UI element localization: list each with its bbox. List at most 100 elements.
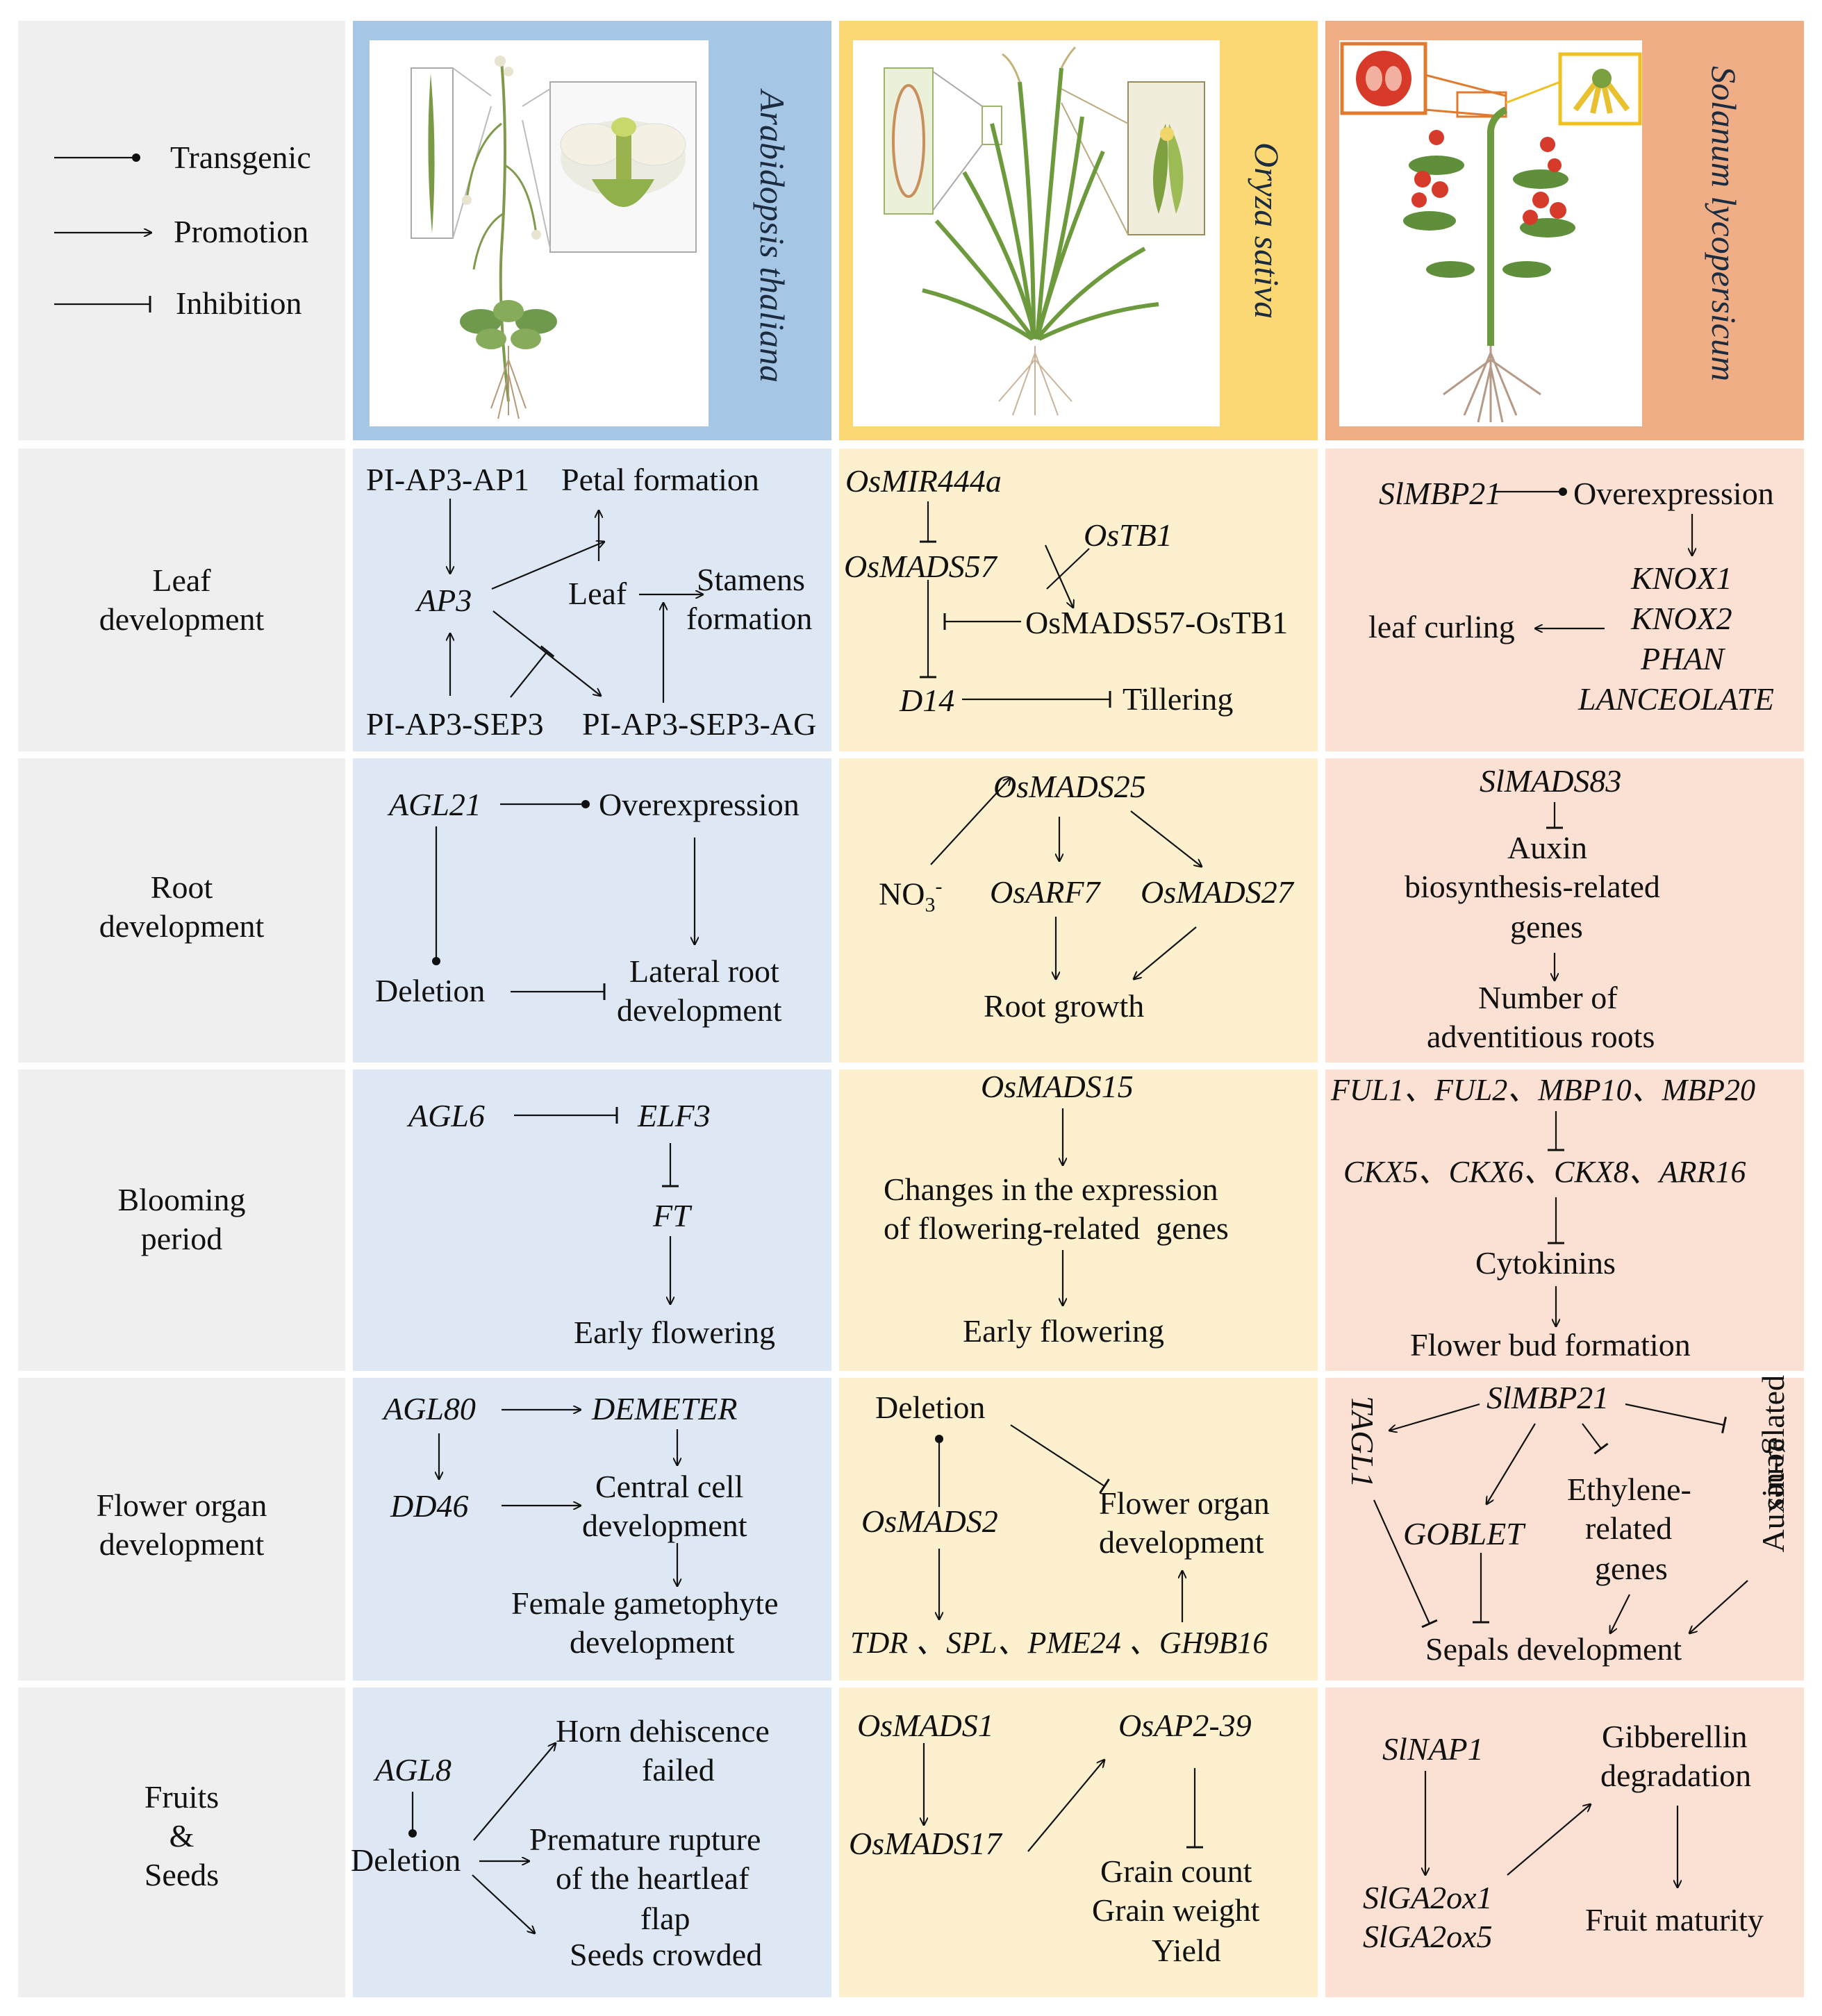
row-label-bloom: Blooming period: [18, 1181, 345, 1258]
flower-os-tdr-spl-pme24-gh9b16: TDR 、SPL、PME24 、GH9B16: [850, 1626, 1268, 1660]
root-os-no3: NO3-: [879, 876, 942, 916]
flower-sl-goblet: GOBLET: [1403, 1516, 1524, 1551]
fruit-at-failed: failed: [642, 1752, 715, 1788]
leaf-sl-knox1: KNOX1: [1631, 560, 1732, 596]
root-os-no3-sup: -: [935, 875, 943, 898]
flower-at-development: development: [582, 1508, 747, 1543]
leaf-sl-phan: PHAN: [1641, 641, 1725, 676]
row-label-leaf-cell: [18, 449, 345, 751]
bloom-os-flowering-genes: of flowering-related genes: [884, 1210, 1229, 1246]
root-tomato-cell: [1325, 758, 1804, 1063]
bloom-at-elf3: ELF3: [638, 1098, 711, 1133]
fruit-arabidopsis-cell: [353, 1688, 831, 1997]
leaf-sl-lanceolate: LANCEOLATE: [1578, 681, 1775, 717]
fruit-sl-slga2ox5: SlGA2ox5: [1363, 1919, 1493, 1954]
leaf-tomato-cell: [1325, 449, 1804, 751]
leaf-os-osmads57: OsMADS57: [844, 549, 997, 584]
fruit-sl-gibberellin: Gibberellin: [1602, 1719, 1748, 1754]
fruit-os-osmads17: OsMADS17: [849, 1826, 1002, 1861]
flower-sl-related: related: [1585, 1510, 1673, 1546]
fruit-sl-slga2ox1: SlGA2ox1: [1363, 1880, 1493, 1915]
tomato-illustration: [1339, 40, 1642, 426]
fruit-os-osmads1: OsMADS1: [857, 1708, 994, 1743]
row-label-flower-2: development: [99, 1526, 265, 1562]
fruit-os-osap2-39: OsAP2-39: [1118, 1708, 1252, 1743]
leaf-at-stamens: Stamens: [697, 562, 805, 597]
legend-inhibition-label: Inhibition: [176, 285, 302, 321]
flower-sl-sepals-development: Sepals development: [1425, 1631, 1682, 1667]
fruit-at-deletion: Deletion: [351, 1842, 461, 1878]
fruit-at-heartleaf: of the heartleaf: [556, 1860, 749, 1896]
bloom-os-changes: Changes in the expression: [884, 1172, 1218, 1207]
flower-sl-auxin-genes: genes: [1762, 1438, 1797, 1510]
bloom-sl-flower-bud-formation: Flower bud formation: [1410, 1327, 1691, 1363]
flower-sl-tagl1: TAGL1: [1345, 1396, 1380, 1488]
leaf-os-osmads57-ostb1: OsMADS57-OsTB1: [1025, 605, 1289, 640]
root-arabidopsis-cell: [353, 758, 831, 1063]
leaf-os-tillering: Tillering: [1123, 681, 1234, 717]
flower-rice-cell: [839, 1378, 1318, 1681]
bloom-arabidopsis-cell: [353, 1069, 831, 1371]
flower-os-flower-organ: Flower organ: [1099, 1485, 1270, 1521]
fruit-at-premature-rupture: Premature rupture: [529, 1822, 761, 1857]
bloom-os-osmads15: OsMADS15: [981, 1069, 1134, 1104]
root-sl-slmads83: SlMADS83: [1480, 763, 1622, 799]
root-at-deletion: Deletion: [375, 973, 486, 1008]
leaf-at-petal-formation: Petal formation: [561, 462, 759, 497]
species-rice: Oryza sativa: [1248, 142, 1286, 319]
root-os-root-growth: Root growth: [984, 988, 1145, 1024]
fruit-sl-slnap1: SlNAP1: [1382, 1731, 1484, 1767]
fruit-os-grain-weight: Grain weight: [1092, 1892, 1260, 1928]
legend-cell: [18, 21, 345, 440]
root-os-osarf7: OsARF7: [990, 874, 1100, 910]
flower-sl-slmbp21: SlMBP21: [1486, 1380, 1609, 1415]
flower-at-central-cell: Central cell: [595, 1469, 744, 1504]
leaf-at-ap3: AP3: [417, 583, 472, 618]
row-label-fruit: Fruits & Seeds: [18, 1778, 345, 1894]
flower-at-female-gametophyte: Female gametophyte: [511, 1585, 779, 1621]
bloom-rice-cell: [839, 1069, 1318, 1371]
bloom-sl-cytokinins: Cytokinins: [1475, 1245, 1616, 1281]
flower-at-development-2: development: [570, 1624, 735, 1660]
row-label-leaf-1: Leaf: [152, 563, 211, 598]
root-at-lateral-root: Lateral root: [629, 953, 779, 989]
row-label-flower: Flower organ development: [18, 1486, 345, 1564]
fruit-sl-degradation: degradation: [1600, 1758, 1752, 1793]
bloom-at-agl6: AGL6: [408, 1098, 485, 1133]
flower-at-dd46: DD46: [390, 1488, 469, 1524]
leaf-at-pi-ap3-sep3-ag: PI-AP3-SEP3-AG: [582, 706, 817, 742]
rice-illustration: [853, 40, 1220, 426]
row-label-bloom-cell: [18, 1069, 345, 1371]
flower-os-development: development: [1099, 1524, 1264, 1560]
bloom-at-ft: FT: [653, 1198, 690, 1233]
leaf-sl-leaf-curling: leaf curling: [1368, 609, 1515, 644]
legend-promotion-label: Promotion: [174, 214, 309, 249]
root-rice-cell: [839, 758, 1318, 1063]
species-tomato: Solanum lycopersicum: [1705, 66, 1744, 382]
root-at-development: development: [617, 992, 782, 1028]
root-os-osmads25: OsMADS25: [993, 769, 1146, 804]
row-label-bloom-1: Blooming: [117, 1182, 246, 1217]
flower-at-demeter: DEMETER: [592, 1391, 738, 1426]
row-label-flower-cell: [18, 1378, 345, 1681]
row-label-root-2: development: [99, 908, 265, 944]
fruit-sl-fruit-maturity: Fruit maturity: [1585, 1902, 1764, 1938]
root-os-osmads27: OsMADS27: [1141, 874, 1293, 910]
root-sl-genes: genes: [1510, 909, 1583, 944]
fruit-os-yield: Yield: [1152, 1933, 1221, 1968]
root-at-overexpression: Overexpression: [599, 787, 800, 822]
fruit-at-flap: flap: [640, 1901, 690, 1936]
fruit-at-agl8: AGL8: [375, 1752, 452, 1788]
arabidopsis-illustration: [370, 40, 709, 426]
row-label-leaf: Leaf development: [18, 561, 345, 639]
row-label-fruit-1: Fruits: [144, 1779, 220, 1815]
leaf-os-osmir444a: OsMIR444a: [845, 463, 1002, 499]
leaf-at-pi-ap3-ap1: PI-AP3-AP1: [366, 462, 530, 497]
leaf-rice-cell: [839, 449, 1318, 751]
fruit-at-horn-dehiscence: Horn dehiscence: [556, 1713, 770, 1749]
leaf-sl-knox2: KNOX2: [1631, 601, 1732, 636]
bloom-tomato-cell: [1325, 1069, 1804, 1371]
row-label-fruit-3: Seeds: [144, 1857, 220, 1892]
root-os-no3-main: NO: [879, 876, 925, 912]
flower-arabidopsis-cell: [353, 1378, 831, 1681]
